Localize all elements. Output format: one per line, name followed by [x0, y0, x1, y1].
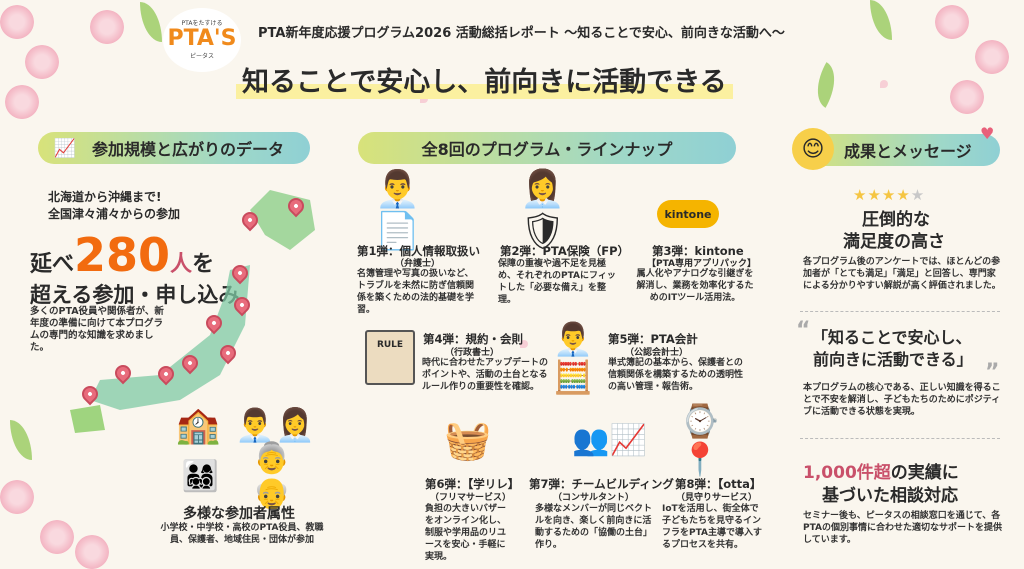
cherry-blossom-decoration — [40, 520, 74, 554]
cherry-blossom-decoration — [25, 45, 59, 79]
rule-book-label: RULE — [376, 340, 404, 350]
pta-s-logo: PTAをたすける PTA'S ピータス — [163, 8, 241, 72]
leaf-decoration — [140, 2, 162, 42]
program-6-title: 第6弾：【学リレ】 — [425, 477, 520, 491]
cherry-blossom-decoration — [0, 480, 34, 514]
record-line-2: 基づいた相談対応 — [822, 486, 958, 506]
shield-check-icon: 👩‍💼🛡 — [520, 169, 566, 252]
reach-line-1: 北海道から沖縄まで! — [48, 190, 162, 204]
count-line-2: 超える参加・申し込み — [30, 283, 240, 307]
japan-map — [70, 190, 315, 433]
participant-count: 延べ280人を — [30, 232, 214, 278]
section-header-participation: 📈 参加規模と広がりのデータ — [38, 132, 310, 164]
record-text: セミナー後も、ピータスの相談窓口を通じて、各PTAの個別事情に合わせた適切なサポ… — [803, 511, 1003, 545]
program-3-text: 属人化やアナログな引継ぎを解消し、業務を効率化するためのITツール活用法。 — [636, 269, 754, 303]
section-header-results: 😊 成果とメッセージ — [792, 128, 1000, 170]
record-line-1: 1,000件超の実績に — [803, 458, 959, 483]
kintone-cloud-icon: kintone — [657, 200, 719, 228]
petal-decoration — [880, 80, 888, 88]
program-8-text: IoTを活用し、街全体で子どもたちを見守るインフラをPTA主導で導入するプロセス… — [662, 504, 763, 550]
program-1-title: 第1弾：個人情報取扱い — [357, 244, 481, 258]
leaf-decoration — [10, 420, 32, 460]
cherry-blossom-decoration — [90, 10, 124, 44]
program-5-title: 第5弾：PTA会計 — [608, 332, 698, 346]
logo-kana: ピータス — [189, 53, 214, 60]
divider — [800, 311, 1000, 312]
cherry-blossom-decoration — [75, 535, 109, 569]
satisfaction-title-1: 圧倒的な — [862, 210, 930, 230]
leaf-decoration — [870, 0, 892, 40]
count-prefix: 延べ — [30, 252, 75, 277]
kintone-logo-text: kintone — [664, 207, 712, 221]
cherry-blossom-decoration — [975, 40, 1009, 74]
program-6-sub: （フリマサービス） — [430, 493, 512, 503]
heart-icon: ♥ — [980, 124, 995, 143]
rating-stars: ★★★★★ — [853, 186, 926, 204]
section-title: 全8回のプログラム・ラインナップ — [421, 140, 673, 159]
rule-book-icon: RULE — [365, 330, 415, 385]
record-highlight: 1,000件超 — [803, 463, 891, 483]
quote-line-1: 「知ることで安心し、 — [812, 328, 972, 347]
program-4-title: 第4弾：規約・会則 — [423, 332, 524, 346]
count-number: 280 — [74, 228, 171, 282]
logo-brand: PTA'S — [167, 26, 237, 51]
open-quote-icon: “ — [796, 318, 811, 343]
page-title: 知ることで安心し、前向きに活動できる — [236, 60, 733, 99]
program-3-title: 第3弾：kintone — [652, 244, 744, 258]
participation-description: 多くのPTA役員や関係者が、新年度の準備に向けて本プログラムの専門的な知識を求め… — [30, 306, 164, 353]
program-2-text: 保障の重複や過不足を見極め、それぞれのPTAにフィットした「必要な備え」を整理。 — [498, 259, 616, 305]
teachers-icon: 👨‍💼👩‍💼 — [235, 406, 315, 444]
reach-line-2: 全国津々浦々からの参加 — [48, 207, 181, 221]
close-quote-icon: ” — [985, 360, 1000, 385]
program-7-text: 多様なメンバーが同じベクトルを向き、楽しく前向きに活動するための「協働の土台」作… — [535, 504, 653, 550]
count-unit: 人 — [170, 252, 193, 277]
program-6-text: 負担の大きいバザーをオンライン化し、制服や学用品のリユースを安心・手軽に実現。 — [425, 504, 507, 562]
divider — [800, 438, 1000, 439]
smiley-face-icon: 😊 — [792, 128, 834, 170]
program-8-title: 第8弾：【otta】 — [675, 477, 762, 491]
program-8-sub: （見守りサービス） — [676, 493, 758, 503]
smartwatch-location-icon: ⌚📍 — [680, 402, 720, 478]
program-2-title: 第2弾：PTA保険（FP） — [500, 244, 630, 258]
quote-text: 本プログラムの核心である、正しい知識を得ることで不安を解消し、子どもたちのために… — [803, 383, 1001, 417]
count-suffix: を — [192, 252, 215, 277]
section-header-programs: 全8回のプログラム・ラインナップ — [358, 132, 736, 164]
report-subtitle: PTA新年度応援プログラム2026 活動総括レポート ～知ることで安心、前向きな… — [258, 26, 785, 41]
school-building-icon: 🏫 — [175, 405, 221, 446]
program-1-sub: （弁護士） — [395, 259, 441, 269]
lawyer-document-icon: 👨‍💼📄 — [375, 169, 420, 252]
elderly-residents-icon: 👵👴 — [253, 441, 291, 511]
accountant-calculator-icon: 👨‍💼🧮 — [553, 319, 593, 396]
cherry-blossom-decoration — [950, 80, 984, 114]
program-1-text: 名簿管理や写真の扱いなど、トラブルを未然に防ぎ信頼関係を築くための法的基礎を学習… — [357, 269, 475, 315]
program-4-text: 時代に合わせたアップデートのポイントや、活動の土台となるルール作りの重要性を確認… — [422, 358, 549, 392]
program-5-sub: （公認会計士） — [625, 348, 689, 358]
cherry-blossom-decoration — [935, 5, 969, 39]
program-7-sub: （コンサルタント） — [553, 493, 635, 503]
logo-tagline: PTAをたすける — [181, 20, 223, 27]
program-4-sub: （行政書士） — [445, 348, 500, 358]
record-rest: の実績に — [890, 463, 959, 483]
section-title: 参加規模と広がりのデータ — [92, 140, 285, 159]
network-growth-chart-icon: 📈 — [53, 137, 77, 159]
section-title: 成果とメッセージ — [844, 142, 972, 161]
team-growth-icon: 👥📈 — [572, 422, 647, 458]
basket-icon: 🧺 — [444, 417, 492, 462]
satisfaction-text: 各プログラム後のアンケートでは、ほとんどの参加者が「とても満足」「満足」と回答し… — [803, 257, 1001, 291]
family-icon: 👨‍👩‍👧‍👦 — [181, 458, 220, 494]
attributes-title: 多様な参加者属性 — [183, 506, 295, 522]
program-7-title: 第7弾：チームビルディング — [529, 477, 674, 491]
petal-decoration — [520, 340, 528, 348]
cherry-blossom-decoration — [5, 85, 39, 119]
attributes-text: 小学校・中学校・高校のPTA役員、教職員、保護者、地域住民・団体が参加 — [160, 523, 324, 545]
leaf-decoration — [806, 62, 846, 108]
satisfaction-title-2: 満足度の高さ — [843, 232, 945, 252]
cherry-blossom-decoration — [0, 5, 34, 39]
program-5-text: 単式簿記の基本から、保護者との信頼関係を構築するための透明性の高い管理・報告術。 — [608, 358, 744, 392]
petal-decoration — [420, 95, 428, 103]
quote-line-2: 前向きに活動できる」 — [813, 350, 973, 369]
program-3-sub: 【PTA専用アプリパック】 — [647, 259, 757, 269]
